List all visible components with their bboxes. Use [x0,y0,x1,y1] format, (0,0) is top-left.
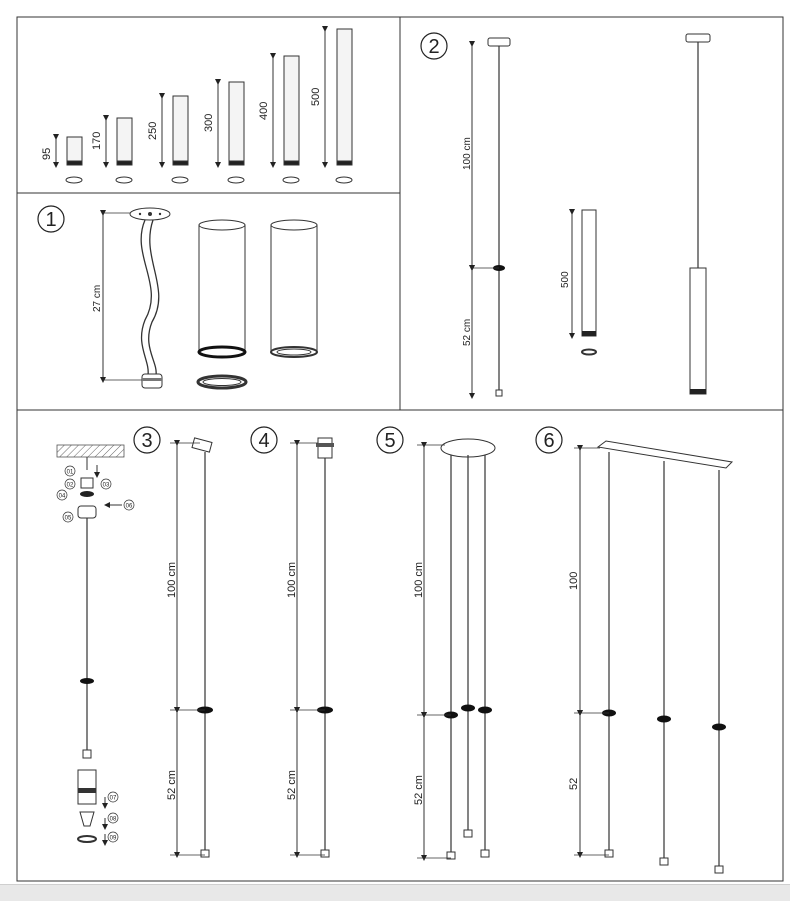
panel-2-lower-label: 52 cm [462,319,473,346]
size-tube-170 [103,115,133,184]
panel-1: 1 27 cm [37,205,318,390]
panel-4-badge [250,426,278,454]
panel-4: 4 100 cm 52 cm [250,426,334,858]
footer-bar [0,884,790,901]
callout-01: 01 [67,470,74,476]
callout-05: 05 [65,516,72,522]
panel-6-number: 6 [543,430,554,452]
panel-6: 6 100 52 [535,426,734,874]
panel-3-upper-label: 100 cm [166,562,178,598]
callout-04: 04 [59,494,66,500]
callout-03: 03 [103,483,110,489]
panel-3: 3 100 cm 52 cm [133,426,213,858]
panel-4-upper-label: 100 cm [286,562,298,598]
panel-2-upper-label: 100 cm [462,137,473,170]
panel-4-number: 4 [258,430,269,452]
size-tube-300 [215,79,245,184]
callout-09: 09 [110,836,117,842]
panel-2-badge [420,32,448,60]
callout-02: 02 [67,483,74,489]
panel-3-badge [133,426,161,454]
ceiling-hatch [56,444,125,458]
panel-1-cable-label: 27 cm [92,285,103,312]
size-tube-250 [159,93,189,184]
callouts: 01 02 03 04 05 06 07 08 09 [56,465,135,843]
panel-1-badge [37,205,65,233]
panel-5-badge [376,426,404,454]
panel-1-tube-open [196,219,248,390]
panel-6-lower-label: 52 [568,778,580,790]
panel-1-number: 1 [45,209,56,231]
callout-08: 08 [110,817,117,823]
panel-3-lower-label: 52 cm [166,770,178,800]
panel-2-tube-label: 500 [560,271,571,288]
size-label-95: 95 [41,148,53,160]
size-labels: 95 170 250 300 400 500 [41,88,322,160]
size-tube-500 [322,26,353,184]
size-tube-400 [270,53,300,184]
panel-4-lower-label: 52 cm [286,770,298,800]
panel-6-upper-label: 100 [568,572,580,590]
panel-frames [16,16,784,882]
size-label-250: 250 [147,122,159,140]
size-tube-95 [53,134,83,184]
size-label-170: 170 [91,132,103,150]
size-chart [53,26,353,184]
panel-5-number: 5 [384,430,395,452]
panel-3-number: 3 [141,430,152,452]
panel-2: 2 100 cm 52 cm 500 [420,32,711,399]
panel-5-upper-label: 100 cm [413,562,425,598]
panel-5: 5 100 cm 52 cm [376,426,496,861]
panel-1-tube-closed [270,219,318,358]
callout-06: 06 [126,504,133,510]
size-label-300: 300 [203,114,215,132]
panel-6-badge [535,426,563,454]
panel-5-lower-label: 52 cm [413,775,425,805]
callout-07: 07 [110,796,117,802]
size-label-500: 500 [310,88,322,106]
size-label-400: 400 [258,102,270,120]
panel-2-number: 2 [428,36,439,58]
exploded-view: 01 02 03 04 05 06 07 08 09 [56,444,135,846]
